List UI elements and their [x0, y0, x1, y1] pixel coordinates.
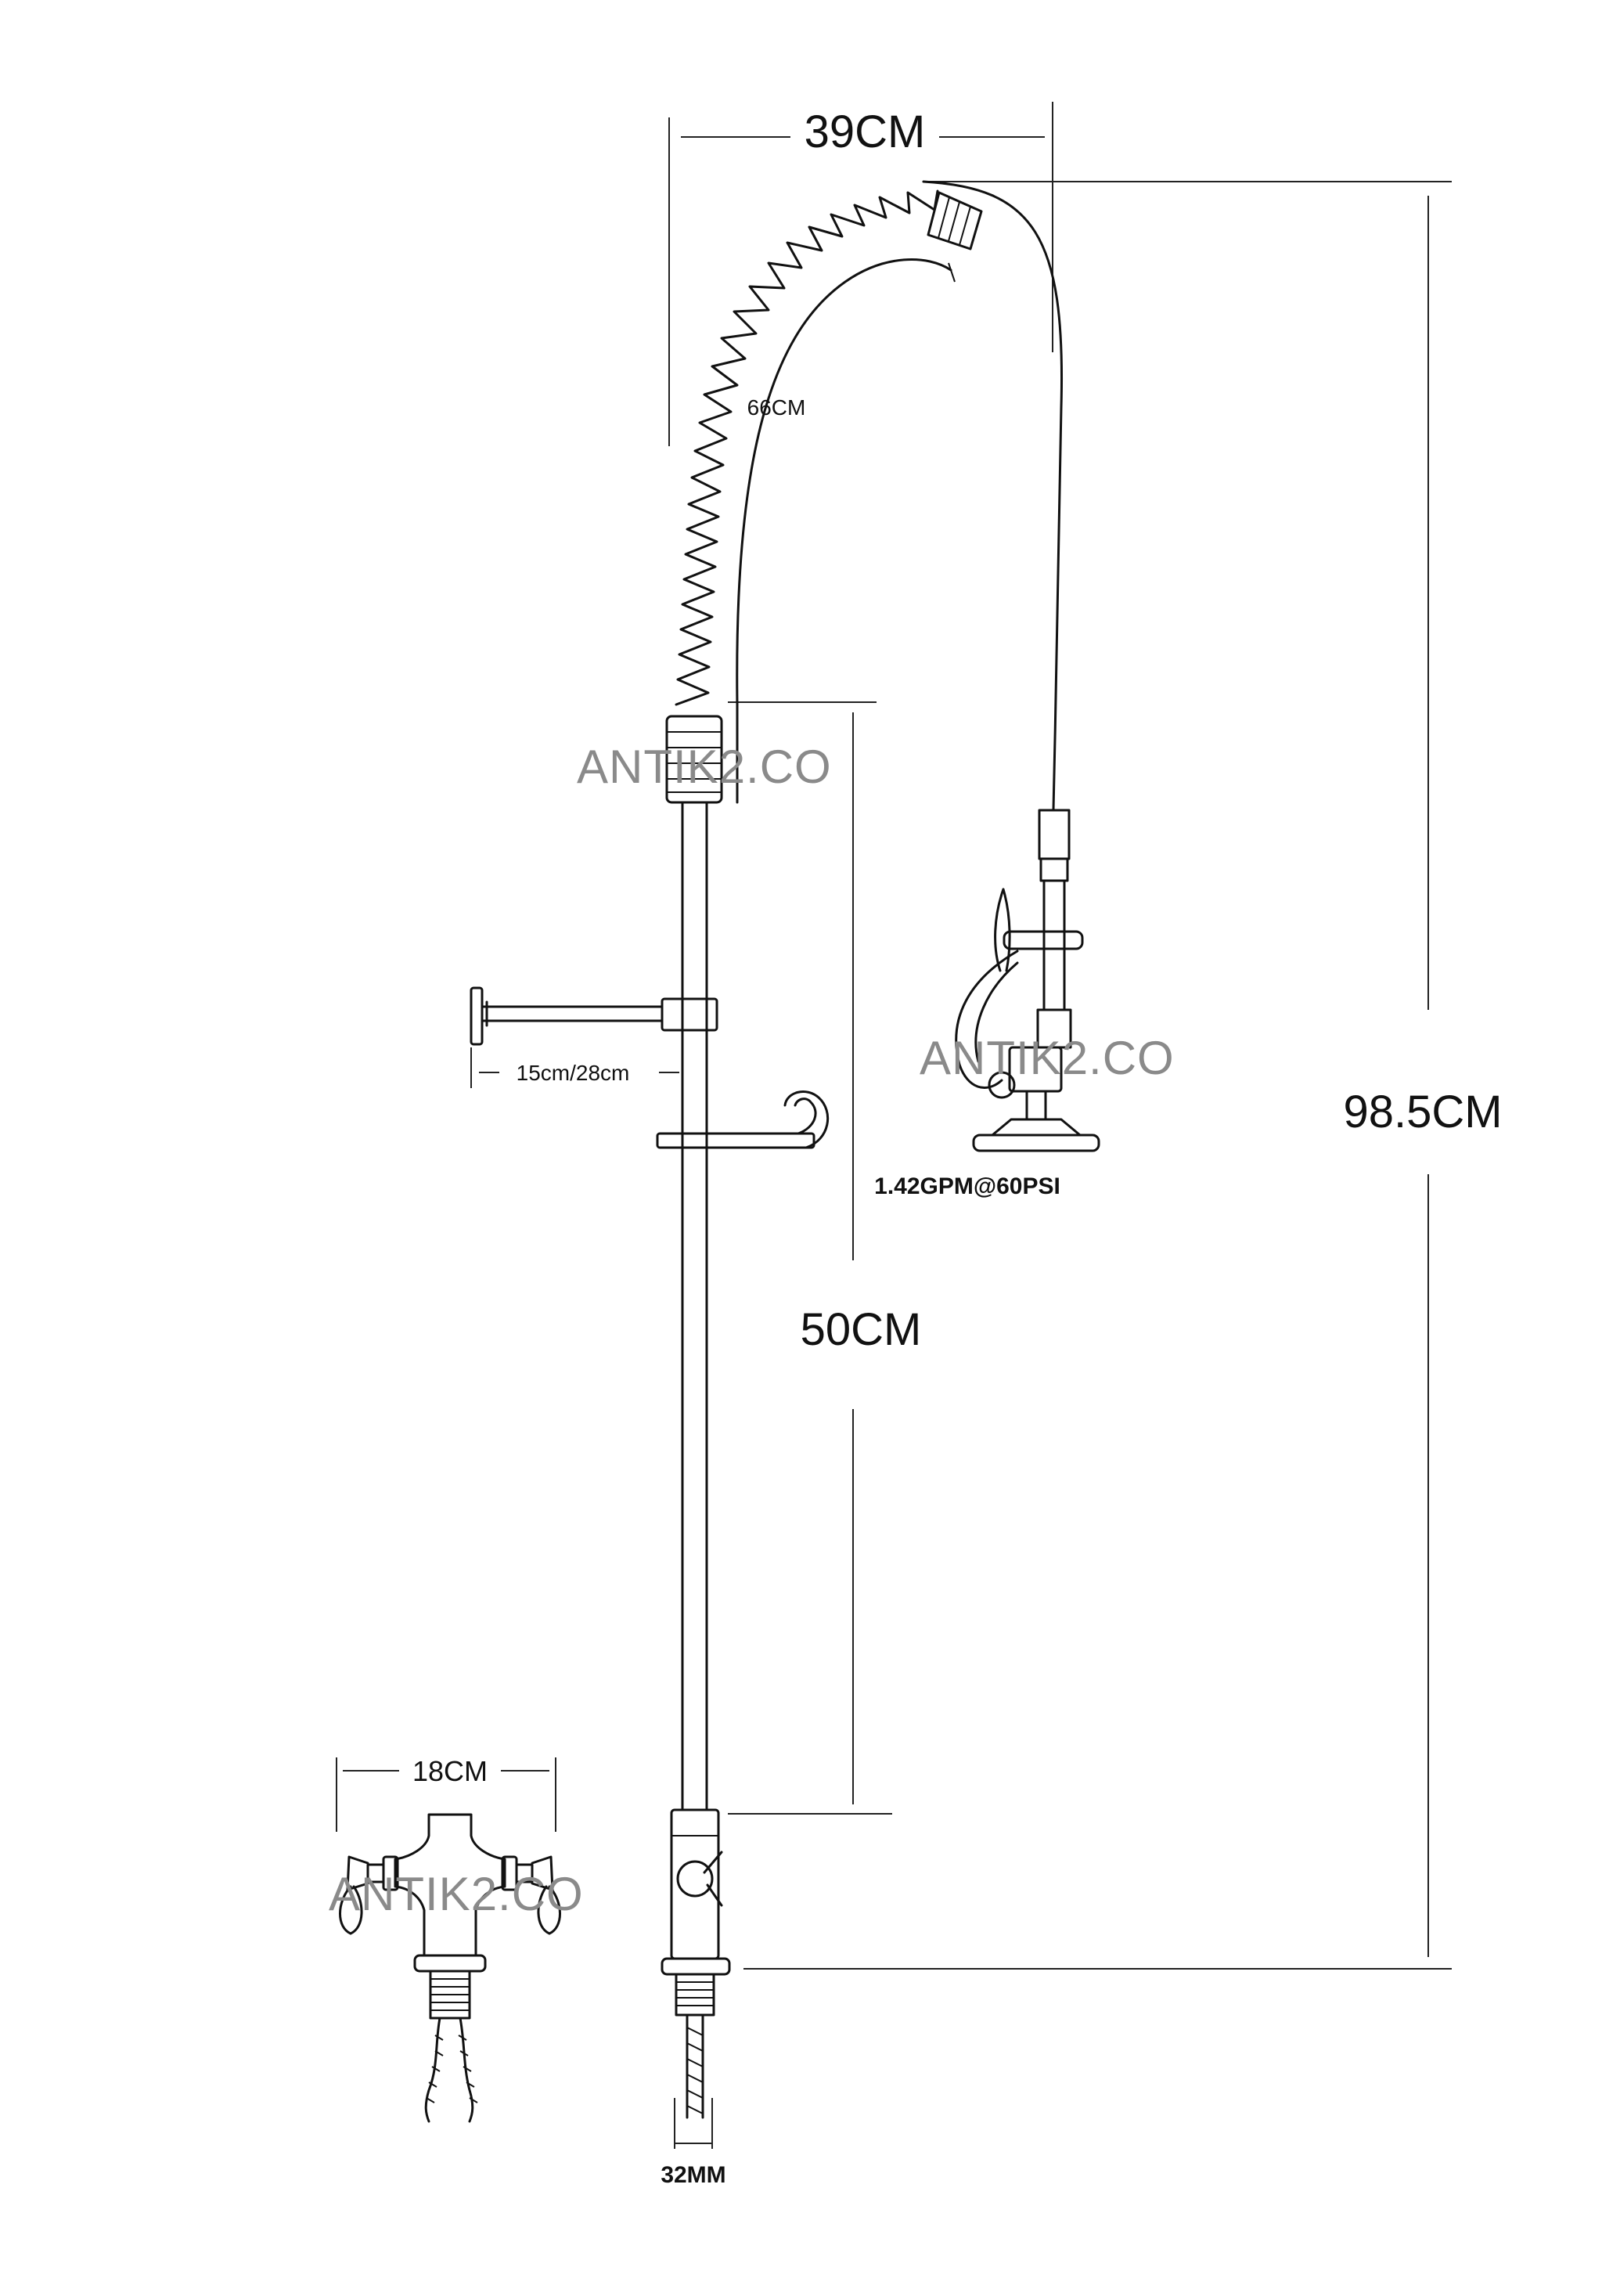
deck-mixer	[339, 1813, 561, 2123]
wall-bracket	[470, 986, 718, 1046]
spray-hook	[656, 1090, 830, 1149]
label-spring-length: 66CM	[747, 395, 806, 420]
label-riser-height: 50CM	[801, 1304, 922, 1355]
spray-valve: 1.42GPM@60PSI	[874, 809, 1100, 1199]
watermarks: ANTIK2.CO ANTIK2.CO ANTIK2.CO	[329, 741, 1175, 1920]
watermark-upper: ANTIK2.CO	[577, 741, 832, 793]
label-top-width: 39CM	[805, 106, 926, 157]
pre-rinse-hose	[922, 180, 1064, 812]
spring-coil	[675, 189, 983, 706]
dimension-wall-bracket: 15cm/28cm	[470, 1047, 679, 1088]
spring-hose: 66CM	[736, 258, 956, 804]
dimension-top-width: 39CM	[668, 102, 1053, 446]
label-flow-rate: 1.42GPM@60PSI	[874, 1173, 1060, 1199]
label-wall-bracket: 15cm/28cm	[517, 1061, 630, 1085]
watermark-lower: ANTIK2.CO	[329, 1868, 584, 1920]
riser-base	[661, 1808, 731, 2119]
dimension-base-width: 18CM	[336, 1755, 556, 1832]
dimension-riser-height: 50CM	[728, 701, 922, 1815]
label-base-width: 18CM	[412, 1755, 488, 1787]
label-total-height: 98.5CM	[1343, 1087, 1502, 1137]
dimension-total-height: 98.5CM	[743, 181, 1503, 1970]
label-inlet: 32MM	[661, 2162, 725, 2188]
riser-pipe	[665, 715, 723, 1810]
watermark-middle: ANTIK2.CO	[920, 1032, 1175, 1084]
dimension-inlet: 32MM	[661, 2098, 726, 2188]
